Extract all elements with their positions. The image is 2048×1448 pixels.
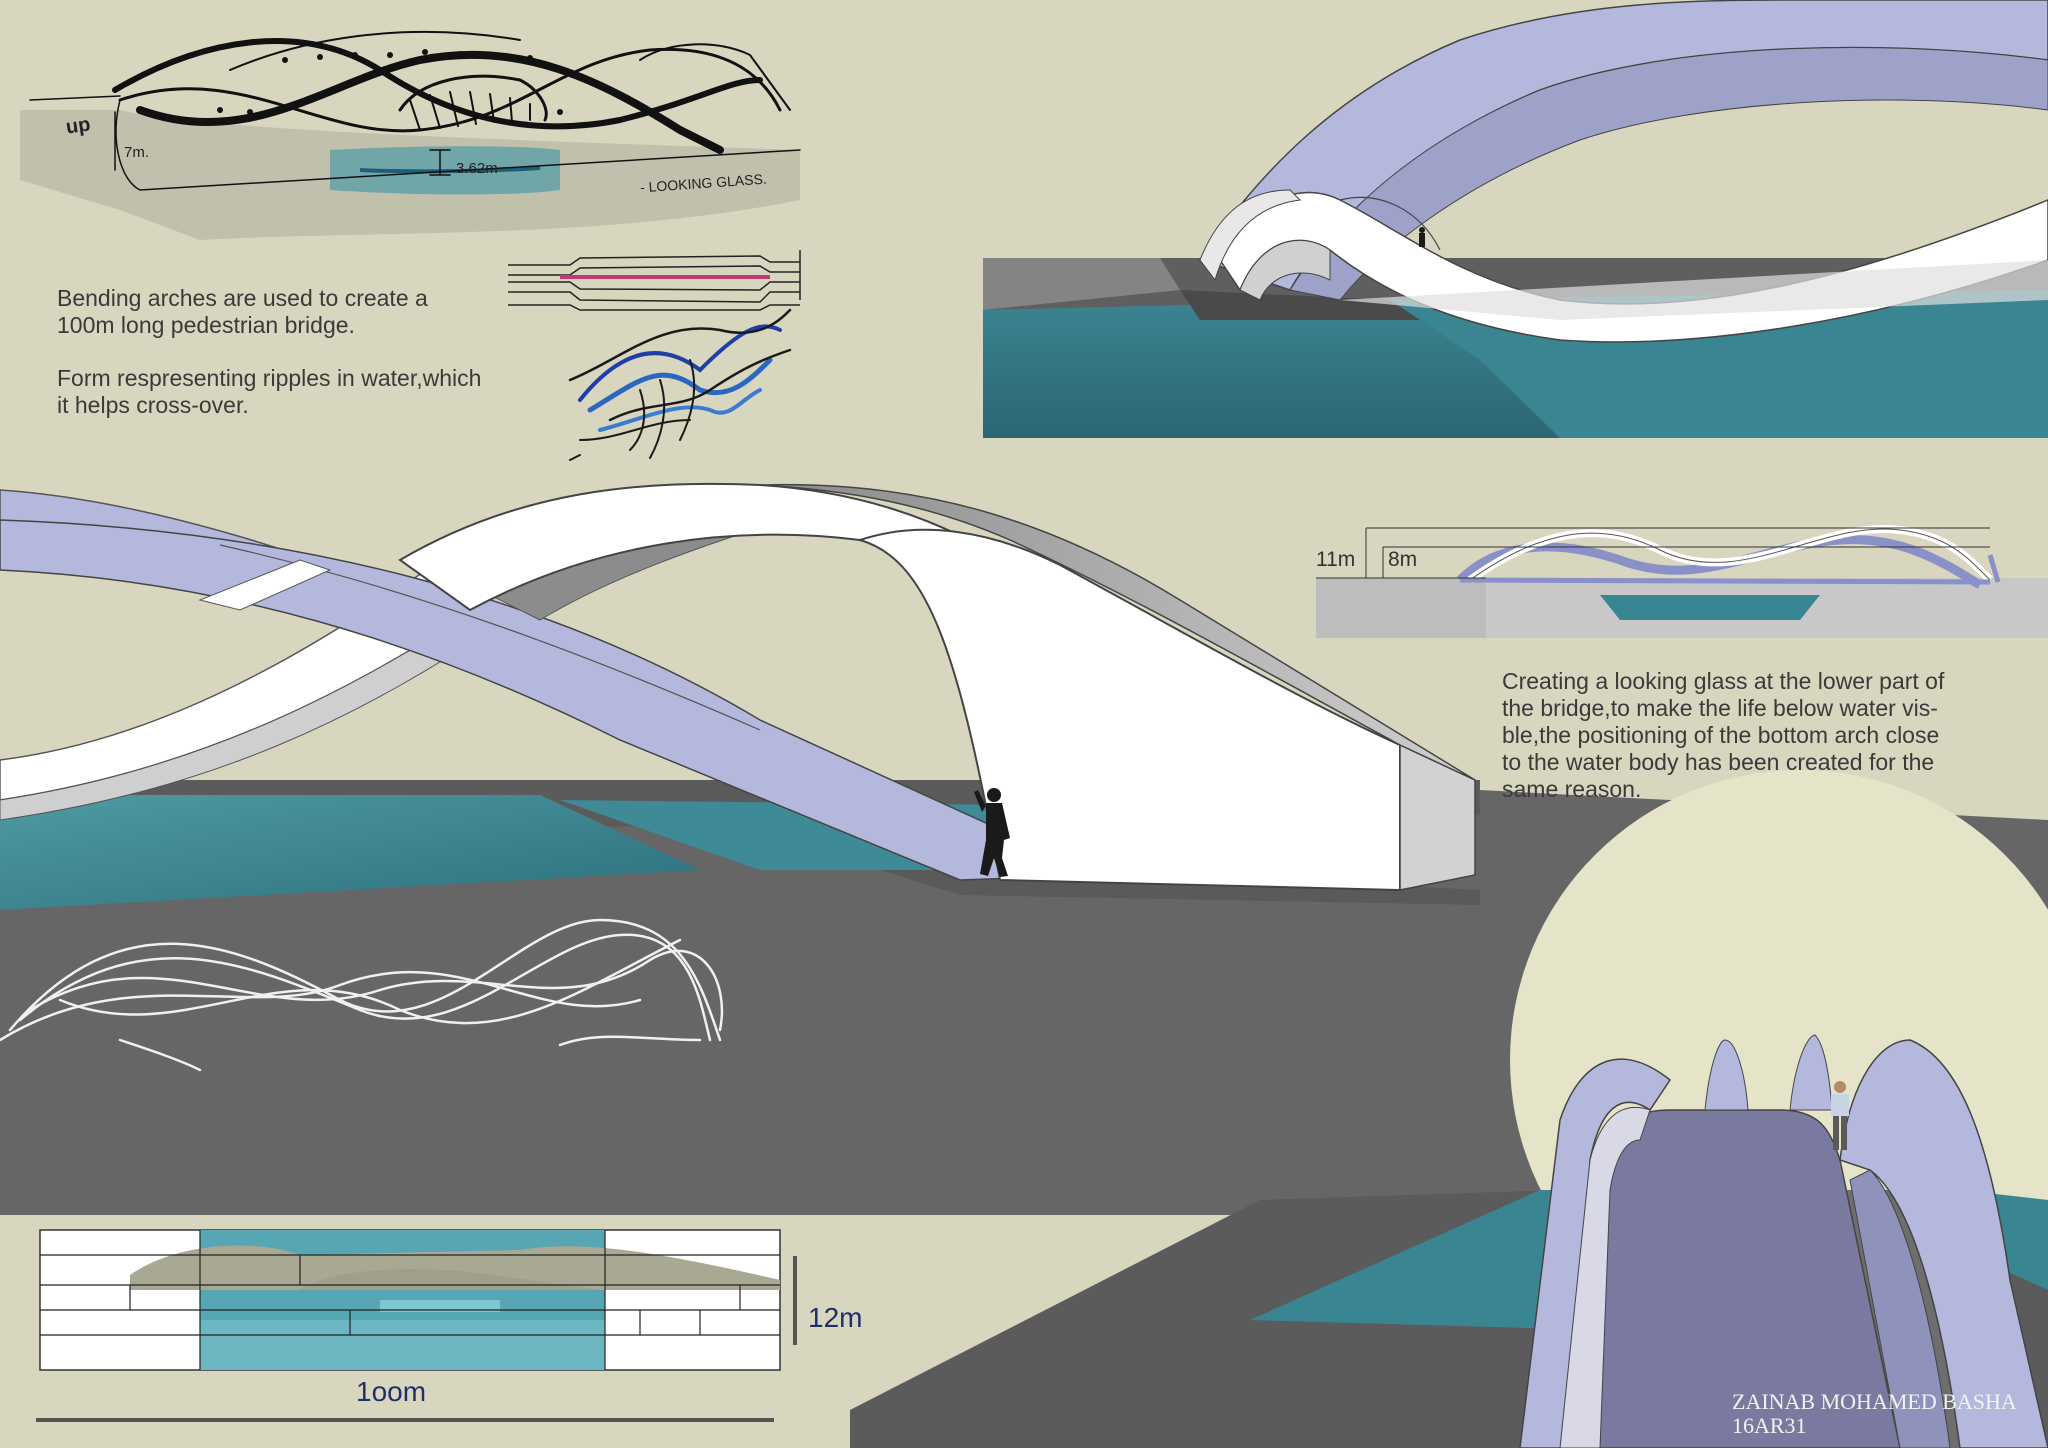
person-silhouette [974,788,1010,877]
looking-glass-line-3: ble,the positioning of the bottom arch c… [1502,722,1940,748]
author-block: ZAINAB MOHAMED BASHA 16AR31 [1732,1390,2017,1438]
looking-glass-line-1: Creating a looking glass at the lower pa… [1502,668,1945,694]
person-figure [1831,1081,1849,1150]
looking-glass-line-5: same reason. [1502,776,1642,802]
plan-width-label: 12m [808,1302,863,1333]
elevation-drawing [1316,525,2048,638]
looking-glass-line-4: to the water body has been created for t… [1502,749,1935,775]
looking-glass-line-2: the bridge,to make the life below water … [1502,695,1938,721]
intro-line-1: Bending arches are used to create a [57,285,428,311]
ripple-sketch [0,918,724,1072]
plan-sketch-strip [508,250,801,311]
concept-sketch [20,30,801,240]
plan-length-label: 1oom [356,1376,427,1407]
author-id: 16AR31 [1732,1413,1807,1438]
intro-description: Bending arches are used to create a 100m… [57,285,537,419]
bottom-right-render [850,770,2048,1448]
intro-line-4: it helps cross-over. [57,392,249,418]
ripple-scribble [568,308,792,461]
sketch-depth-label: 3.62m [456,160,498,177]
intro-line-2: 100m long pedestrian bridge. [57,312,355,338]
looking-glass-description: Creating a looking glass at the lower pa… [1502,668,2002,803]
top-right-render [983,0,2048,438]
main-perspective-render [0,482,2048,1215]
elevation-height-8m: 8m [1388,548,1418,571]
sketch-height-label: 7m. [124,144,150,161]
intro-line-3: Form respresenting ripples in water,whic… [57,365,482,391]
elevation-height-11m: 11m [1316,548,1356,571]
sketch-up-label: up [64,113,92,139]
author-name: ZAINAB MOHAMED BASHA [1732,1389,2017,1414]
plan-drawing [36,1229,797,1422]
water-body [0,795,700,910]
